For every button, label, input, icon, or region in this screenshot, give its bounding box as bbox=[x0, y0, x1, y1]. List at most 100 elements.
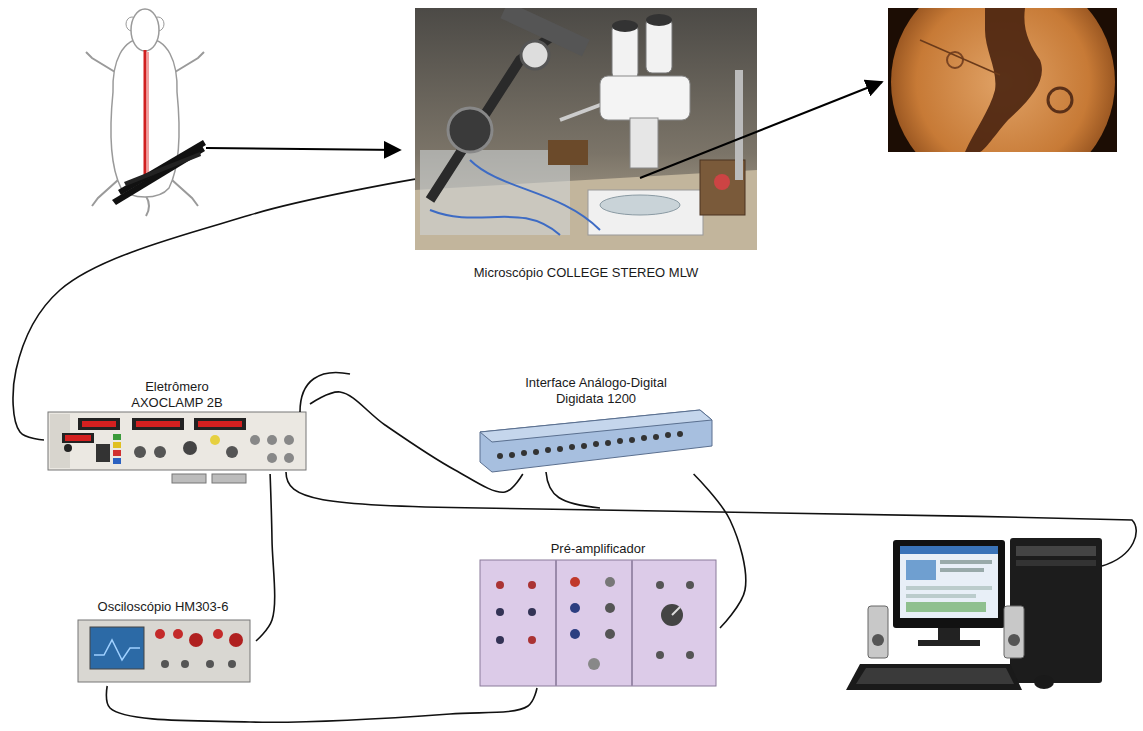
oscilloscope-device-part bbox=[161, 660, 169, 668]
microscope-photo-part bbox=[430, 30, 560, 200]
preamplifier-device-part bbox=[588, 658, 600, 670]
cable-wire bbox=[13, 179, 415, 440]
interface-device-part bbox=[557, 446, 563, 452]
microscope-photo-part bbox=[430, 210, 560, 235]
interface-device-part bbox=[480, 410, 712, 442]
preamplifier-device-part bbox=[528, 636, 536, 644]
preamplifier-device-part bbox=[555, 560, 557, 686]
oscilloscope-device-part bbox=[229, 633, 243, 647]
interface-device-part bbox=[677, 431, 683, 437]
oscilloscope-device-part bbox=[90, 627, 144, 669]
computer-illustration-part bbox=[906, 560, 936, 580]
computer-illustration-part bbox=[940, 568, 984, 572]
computer-illustration-part bbox=[906, 602, 986, 612]
cable-wire-part bbox=[286, 472, 1136, 566]
rat-illustration bbox=[86, 9, 206, 216]
computer-illustration-part bbox=[856, 668, 1014, 684]
computer-illustration-part bbox=[918, 640, 980, 646]
interface-device-part bbox=[509, 452, 515, 458]
amplifier-device-part bbox=[78, 418, 120, 430]
rat-illustration-part bbox=[112, 146, 205, 205]
amplifier-device-part bbox=[194, 418, 246, 430]
interface-device bbox=[480, 410, 712, 472]
interface-device-part bbox=[545, 447, 551, 453]
cable-wire-part bbox=[300, 373, 350, 412]
microscope-photo bbox=[415, 8, 757, 250]
microscope-photo-part bbox=[420, 150, 570, 235]
preamplifier-device-part bbox=[686, 651, 694, 659]
oscilloscope-device-part bbox=[155, 629, 165, 639]
oscilloscope-device-part bbox=[228, 660, 236, 668]
computer-illustration-part bbox=[868, 606, 888, 658]
rat-illustration-part bbox=[111, 38, 179, 197]
microscope-photo-part bbox=[500, 8, 589, 56]
preamplifier-device-part bbox=[570, 577, 580, 587]
amplifier-device-part bbox=[172, 474, 206, 483]
rat-illustration-part bbox=[131, 9, 159, 51]
amplifier-device-part bbox=[154, 446, 166, 458]
amplifier-device-part bbox=[136, 421, 180, 427]
preamplifier-device-part bbox=[570, 629, 580, 639]
microscope-photo-part bbox=[588, 190, 703, 235]
preamplifier-device-part bbox=[672, 607, 680, 615]
oscilloscope-device-part bbox=[78, 620, 250, 682]
amplifier-device-part bbox=[82, 421, 116, 427]
oscilloscope-device bbox=[78, 620, 250, 682]
microscope-view-photo-part bbox=[965, 8, 1042, 152]
preamplifier-device-part bbox=[686, 581, 694, 589]
amplifier-device-part bbox=[267, 453, 277, 463]
computer-illustration-part bbox=[1034, 675, 1054, 689]
computer-illustration-part bbox=[906, 594, 976, 598]
preamplifier-device-part bbox=[570, 603, 580, 613]
microscope-photo-part bbox=[714, 174, 730, 190]
rat-illustration-part bbox=[86, 52, 115, 72]
preamplifier-device-part bbox=[656, 651, 664, 659]
rat-illustration-part bbox=[147, 52, 149, 184]
preamplifier-device-part bbox=[528, 581, 536, 589]
microscope-photo-node: Microscópio COLLEGE STEREO MLW bbox=[415, 8, 757, 284]
amplifier-device-part bbox=[267, 435, 277, 445]
interface-device-part bbox=[641, 435, 647, 441]
interface-device-part bbox=[581, 443, 587, 449]
rat-illustration-part bbox=[118, 140, 206, 195]
microscope-photo-part bbox=[646, 18, 672, 73]
rat-illustration-part bbox=[124, 152, 201, 186]
microscope-photo-part bbox=[600, 76, 690, 120]
cable-wire bbox=[286, 373, 1136, 566]
preamplifier-device-part bbox=[605, 577, 615, 587]
microscope-view-photo-part bbox=[920, 40, 1000, 75]
rat-illustration-part bbox=[146, 196, 149, 216]
amplifier-device-part bbox=[113, 442, 121, 448]
preamplifier-device-part bbox=[661, 604, 683, 626]
preamplifier-node: Pré-amplificador bbox=[476, 538, 720, 688]
microscope-photo-part bbox=[548, 140, 588, 165]
preamplifier-device-part bbox=[496, 636, 504, 644]
amplifier-device-part bbox=[183, 441, 197, 455]
interface-device-part bbox=[521, 450, 527, 456]
interface-device-part bbox=[593, 441, 599, 447]
computer-illustration-part bbox=[938, 628, 960, 642]
amplifier-device-part bbox=[64, 444, 72, 452]
amplifier-device-part bbox=[113, 458, 121, 464]
computer-illustration-part bbox=[940, 560, 992, 564]
amplifier-device-part bbox=[62, 433, 94, 443]
oscilloscope-device-part bbox=[181, 660, 189, 668]
oscilloscope-device-part bbox=[213, 629, 223, 639]
oscilloscope-device-part bbox=[173, 629, 183, 639]
computer-illustration-part bbox=[900, 546, 998, 618]
computer-illustration-part bbox=[900, 546, 998, 554]
interface-device-part bbox=[569, 444, 575, 450]
interface-device-part bbox=[533, 449, 539, 455]
amplifier-device-part bbox=[284, 453, 294, 463]
microscope-photo-part bbox=[470, 160, 600, 230]
amplifier-node: Eletrômero AXOCLAMP 2B bbox=[44, 374, 310, 474]
cable-wire bbox=[310, 392, 523, 492]
preamplifier-device-part bbox=[480, 560, 716, 686]
microscope-photo-part bbox=[448, 108, 492, 152]
interface-device-part bbox=[497, 453, 503, 459]
amplifier-device-part bbox=[132, 418, 184, 430]
cable-wire bbox=[256, 474, 275, 641]
microscope-photo-part bbox=[612, 20, 638, 32]
amplifier-device-part bbox=[48, 412, 306, 470]
microscope-photo-part bbox=[612, 24, 638, 79]
